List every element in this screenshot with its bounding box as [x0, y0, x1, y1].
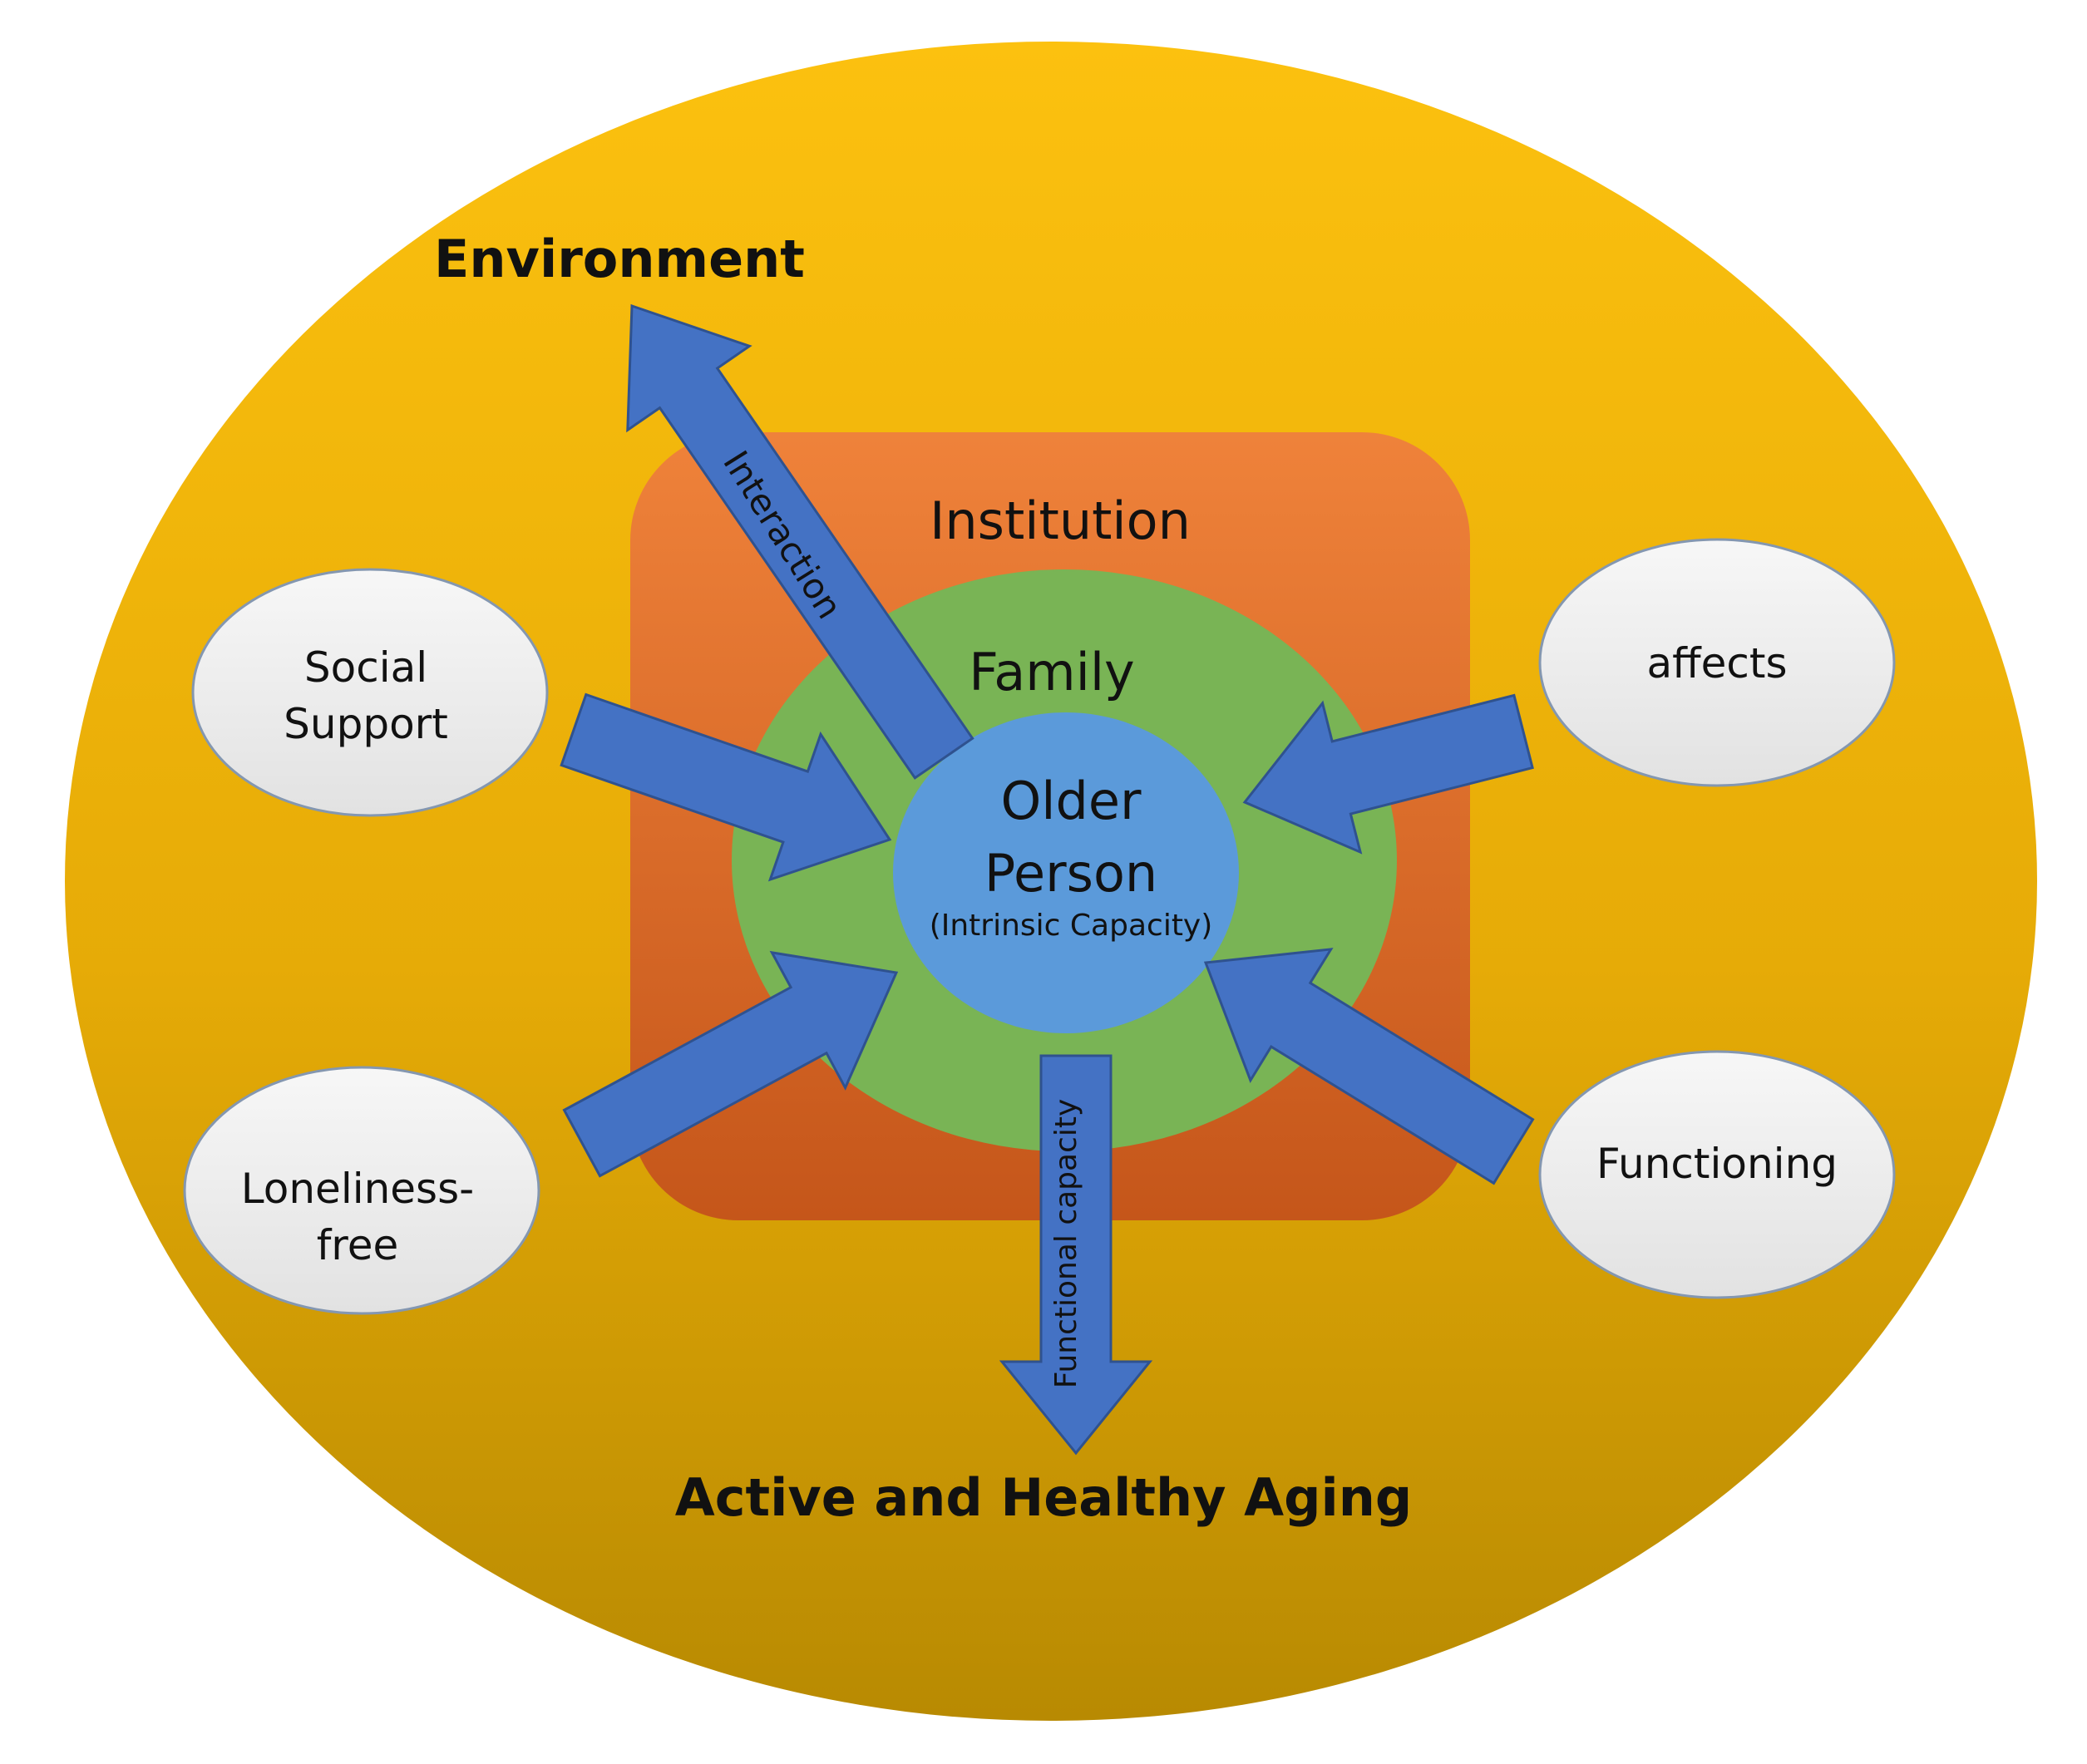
older-person-circle — [893, 712, 1239, 1033]
active-healthy-aging-label: Active and Healthy Aging — [675, 1467, 1413, 1528]
social-support-line1: Social — [304, 643, 427, 692]
loneliness-free-arrow — [562, 950, 899, 1178]
intrinsic-capacity-label: (Intrinsic Capacity) — [930, 909, 1213, 943]
older-person-line2: Person — [984, 843, 1157, 904]
social-support-ellipse — [191, 568, 549, 817]
functional-capacity-arrow — [999, 1054, 1153, 1456]
loneliness-free-line2: free — [317, 1221, 399, 1269]
loneliness-free-ellipse — [183, 1066, 540, 1315]
functioning-label: Functioning — [1596, 1140, 1838, 1188]
functional-capacity-arrow-label: Functional capacity — [1049, 1099, 1083, 1389]
functioning-ellipse — [1538, 1050, 1896, 1299]
social-support-arrow — [560, 692, 892, 882]
interaction-arrow — [626, 303, 974, 780]
family-label: Family — [969, 642, 1135, 702]
affects-arrow — [1242, 693, 1534, 855]
social-support-line2: Support — [284, 700, 448, 748]
environment-label: Environment — [434, 229, 805, 289]
loneliness-free-line1: Loneliness- — [241, 1165, 474, 1213]
affects-ellipse — [1538, 538, 1896, 787]
affects-label: affects — [1647, 639, 1788, 687]
institution-label: Institution — [930, 490, 1191, 551]
functioning-arrow — [1203, 948, 1535, 1185]
older-person-line1: Older — [1000, 771, 1142, 831]
